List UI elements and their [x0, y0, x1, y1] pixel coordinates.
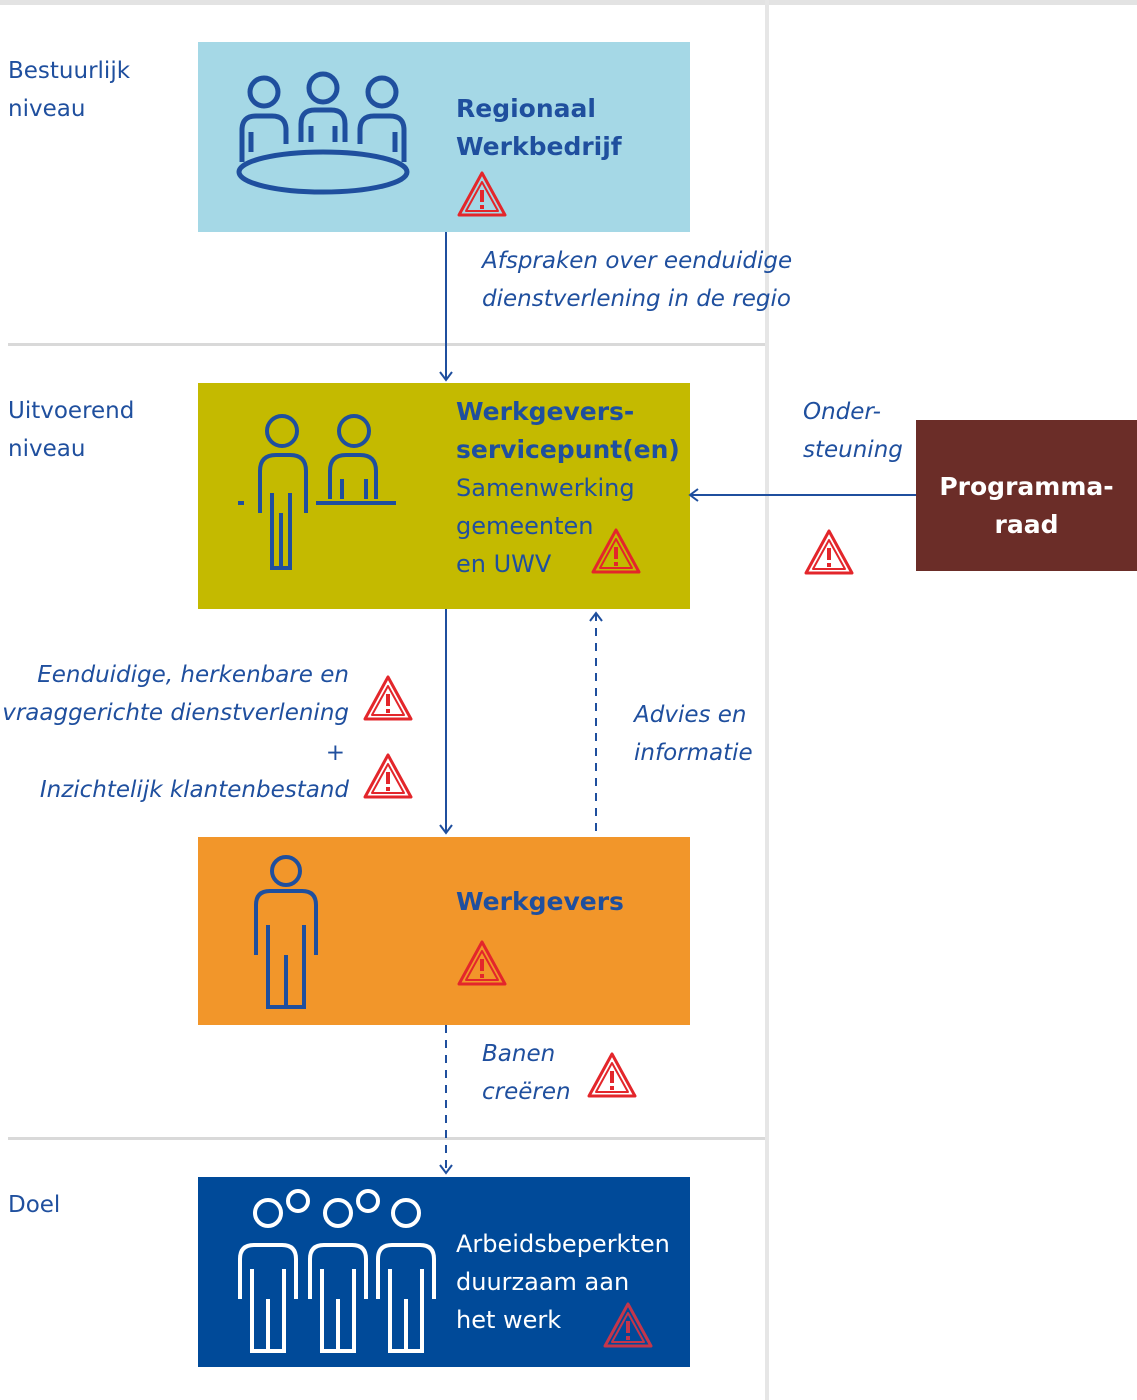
- werkgevers-title: Werkgevers: [456, 887, 624, 916]
- regionaal-werkbedrijf-box: Regionaal Werkbedrijf: [198, 42, 690, 232]
- banen-label: Banen creëren: [482, 1041, 571, 1105]
- werkgeversservicepunt-title: Werkgevers- servicepunt(en): [456, 397, 680, 464]
- level-label-bestuurlijk: Bestuurlijk niveau: [8, 58, 131, 122]
- doel-box: Arbeidsbeperkten duurzaam aan het werk: [198, 1177, 690, 1367]
- arrow-afspraken: [439, 232, 453, 382]
- ondersteuning-label: Onder- steuning: [803, 399, 903, 463]
- arrow-advies: [589, 611, 603, 837]
- doel-text: Arbeidsbeperkten duurzaam aan het werk: [456, 1230, 670, 1334]
- advies-label: Advies en informatie: [634, 702, 753, 766]
- warning-icon: [457, 171, 507, 217]
- two-persons-icon: [238, 414, 396, 570]
- arrow-ondersteuning: [688, 488, 916, 502]
- warning-icon: [587, 1052, 637, 1098]
- group-persons-icon: [238, 1189, 436, 1353]
- warning-icon: [457, 940, 507, 986]
- werkgeversservicepunt-text: Samenwerking gemeenten en UWV: [456, 474, 635, 578]
- regionaal-werkbedrijf-title: Regionaal Werkbedrijf: [456, 94, 622, 161]
- arrow-dienstverlening: [439, 609, 453, 835]
- programmaraad-title: Programma- raad: [939, 472, 1114, 539]
- werkgevers-box: Werkgevers: [198, 837, 690, 1025]
- afspraken-label: Afspraken over eenduidige dienstverlenin…: [482, 248, 793, 312]
- band-divider-2: [8, 1137, 765, 1140]
- warning-icon: [591, 528, 641, 574]
- programmaraad-box: Programma- raad: [916, 420, 1137, 571]
- level-label-uitvoerend: Uitvoerend niveau: [8, 398, 135, 462]
- warning-icon: [363, 753, 413, 799]
- plus-label: +: [325, 740, 345, 766]
- arrow-banen: [439, 1025, 453, 1175]
- person-icon: [254, 855, 318, 1009]
- band-right-border: [765, 0, 769, 1400]
- warning-icon: [804, 529, 854, 575]
- eenduidig-label: Eenduidige, herkenbare en vraaggerichte …: [2, 662, 349, 726]
- band-divider-1: [8, 343, 765, 346]
- warning-icon: [603, 1302, 653, 1348]
- top-border: [0, 0, 1137, 5]
- warning-icon: [363, 675, 413, 721]
- meeting-table-icon: [236, 71, 410, 195]
- werkgeversservicepunt-box: Werkgevers- servicepunt(en) Samenwerking…: [198, 383, 690, 609]
- inzichtelijk-label: Inzichtelijk klantenbestand: [39, 777, 349, 803]
- level-label-doel: Doel: [8, 1192, 61, 1218]
